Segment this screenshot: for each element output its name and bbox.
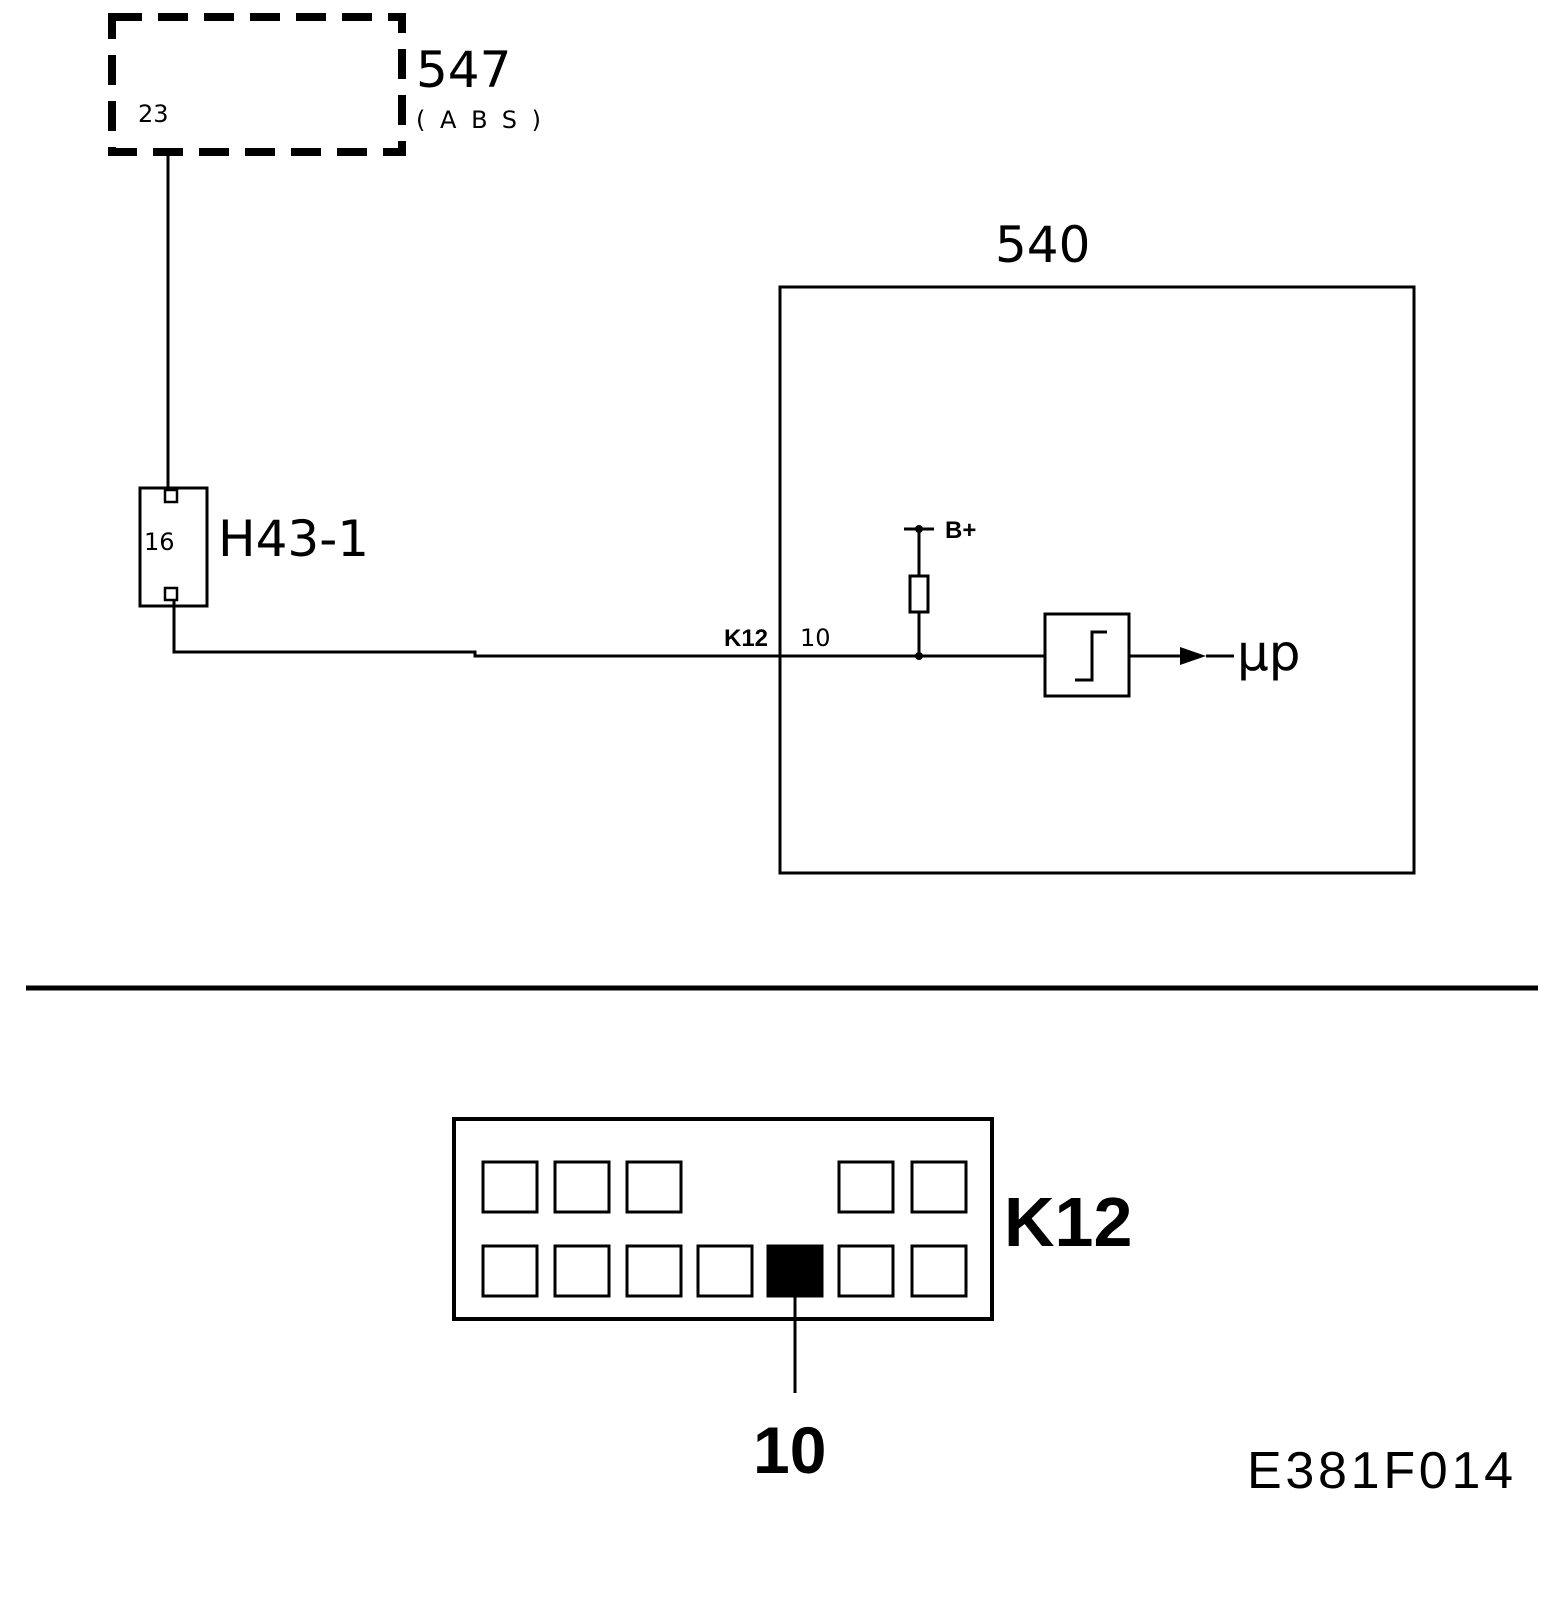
ecu-547-subtitle: (ABS) xyxy=(416,106,541,134)
k12-cavity xyxy=(553,1160,611,1214)
k12-cavity xyxy=(696,1244,754,1298)
connector-k12-face: K12 10 xyxy=(452,1117,1132,1487)
ecu-547-number: 547 xyxy=(416,41,511,99)
k12-highlighted-pin-label: 10 xyxy=(753,1413,826,1487)
k12-cavity xyxy=(481,1244,539,1298)
supply-node-dot xyxy=(915,525,923,533)
k12-housing xyxy=(452,1117,994,1321)
h43-terminal-top xyxy=(163,488,179,504)
k12-cavity xyxy=(910,1244,968,1298)
ecu-540-outline xyxy=(778,285,1416,875)
ecu-547-pin-label: 23 xyxy=(138,100,169,128)
ecu-540-connector-label: K12 xyxy=(724,625,768,652)
output-label: µp xyxy=(1237,624,1301,682)
ecu-540-pin-label: 10 xyxy=(800,624,831,652)
ecu-540-block: 540 K12 10 B+ µp xyxy=(724,216,1416,875)
input-stage-box xyxy=(1043,612,1131,698)
connector-h43-1: 16 H43-1 xyxy=(138,486,369,608)
k12-cavity xyxy=(625,1244,683,1298)
figure-reference: E381F014 xyxy=(1247,1442,1513,1500)
input-stage: µp xyxy=(1043,612,1301,698)
pull-up-resistor: B+ xyxy=(904,517,976,660)
h43-name: H43-1 xyxy=(218,510,369,568)
h43-terminal-bottom xyxy=(163,586,179,602)
wire-h43-to-540 xyxy=(172,600,1045,658)
k12-cavity xyxy=(553,1244,611,1298)
k12-cavity xyxy=(837,1160,895,1214)
ecu-540-number: 540 xyxy=(995,216,1090,274)
output-arrow-icon xyxy=(1180,647,1206,665)
k12-cavity xyxy=(625,1160,683,1214)
junction-dot xyxy=(915,652,923,660)
step-symbol-icon xyxy=(1075,630,1107,682)
k12-cavity xyxy=(481,1160,539,1214)
ecu-547-block: 547 (ABS) 23 xyxy=(108,13,541,156)
k12-name: K12 xyxy=(1004,1183,1132,1261)
k12-cavity-highlighted xyxy=(766,1244,824,1298)
k12-cavity xyxy=(837,1244,895,1298)
ecu-547-outline xyxy=(108,13,406,156)
h43-pin-label: 16 xyxy=(144,528,175,556)
resistor-body xyxy=(908,574,930,614)
supply-label: B+ xyxy=(945,517,976,544)
k12-cavity xyxy=(910,1160,968,1214)
